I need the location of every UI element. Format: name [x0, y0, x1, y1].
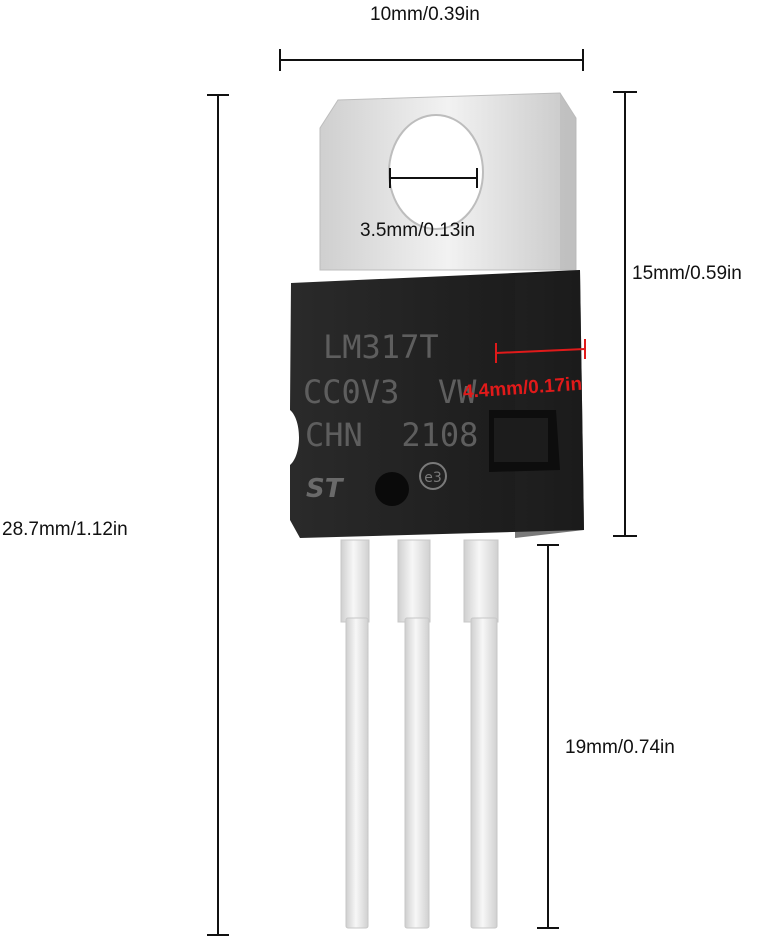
lead-length-label: 19mm/0.74in — [565, 737, 675, 758]
mounting-hole — [388, 114, 484, 230]
width-dimension-line — [279, 49, 584, 71]
tab-height-label: 15mm/0.59in — [632, 263, 742, 284]
marking-line-1: LM317T — [323, 328, 439, 366]
thickness-dimension-line — [495, 339, 586, 363]
width-label: 10mm/0.39in — [370, 4, 480, 25]
package-body: e3 ST — [290, 270, 584, 538]
lead-middle — [397, 539, 431, 929]
ejector-pin-dot — [375, 472, 409, 506]
marking-line-2: CC0V3 VW — [303, 373, 477, 411]
metal-tab — [319, 92, 577, 271]
e3-mark-circle — [419, 462, 447, 490]
hole-label: 3.5mm/0.13in — [360, 220, 476, 241]
total-height-dimension-line — [207, 94, 229, 936]
total-height-label: 28.7mm/1.12in — [2, 519, 128, 540]
lead-right — [463, 539, 499, 929]
e3-mark: e3 — [424, 470, 442, 486]
part-marking: LM317T CC0V3 VW CHN 2108 — [303, 328, 478, 454]
tab-height-dimension-line — [613, 91, 637, 537]
body-notch — [489, 410, 560, 472]
lead-left — [340, 539, 370, 929]
marking-line-3: CHN 2108 — [305, 416, 478, 454]
lead-length-dimension-line — [537, 544, 559, 929]
st-logo: ST — [306, 474, 345, 504]
leads — [340, 539, 499, 929]
hole-dimension-line — [389, 168, 478, 188]
dimension-lines — [207, 49, 637, 936]
